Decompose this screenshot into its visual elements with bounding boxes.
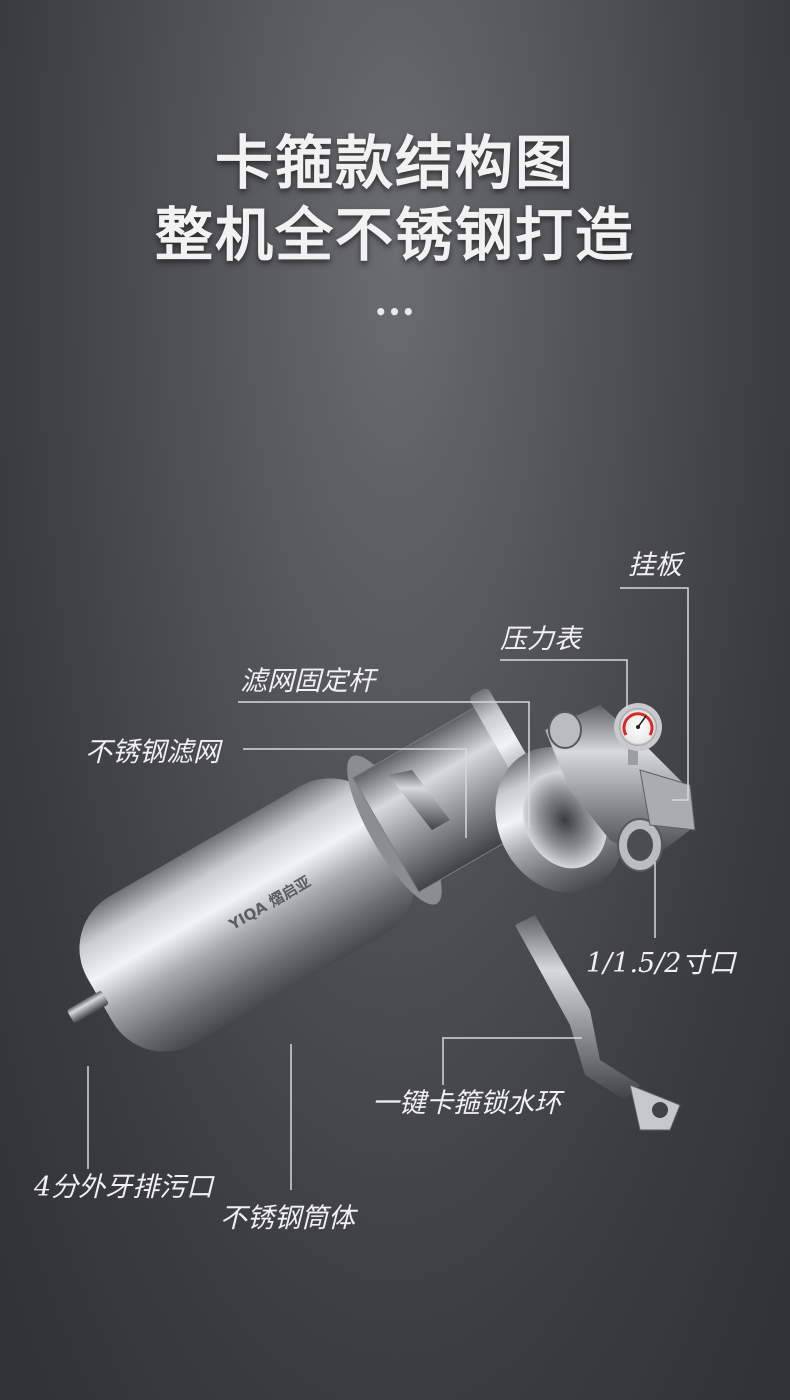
title-line-1: 卡箍款结构图 xyxy=(214,129,575,197)
label-pressure-gauge: 压力表 xyxy=(500,624,581,655)
label-clamp-lock-ring: 一键卡箍锁水环 xyxy=(372,1088,561,1119)
ellipsis-dots: ••• xyxy=(374,300,416,324)
filter-housing: YIQA 熠启亚 xyxy=(67,688,563,1052)
label-stainless-housing: 不锈钢筒体 xyxy=(220,1203,355,1234)
label-drain-outlet: 4分外牙排污口 xyxy=(34,1172,214,1203)
clamp-head xyxy=(495,705,696,893)
rod-handle xyxy=(388,770,450,830)
pressure-gauge-icon xyxy=(614,703,662,765)
clamp-lever xyxy=(515,915,681,1131)
title-line-2: 整机全不锈钢打造 xyxy=(154,201,635,269)
label-filter-fixing-rod: 滤网固定杆 xyxy=(240,666,375,697)
label-port-size: 1/1.5/2寸口 xyxy=(586,948,736,979)
leader-lines xyxy=(87,587,689,1190)
label-hanging-plate: 挂板 xyxy=(628,550,682,581)
label-stainless-filter-mesh: 不锈钢滤网 xyxy=(85,737,220,768)
